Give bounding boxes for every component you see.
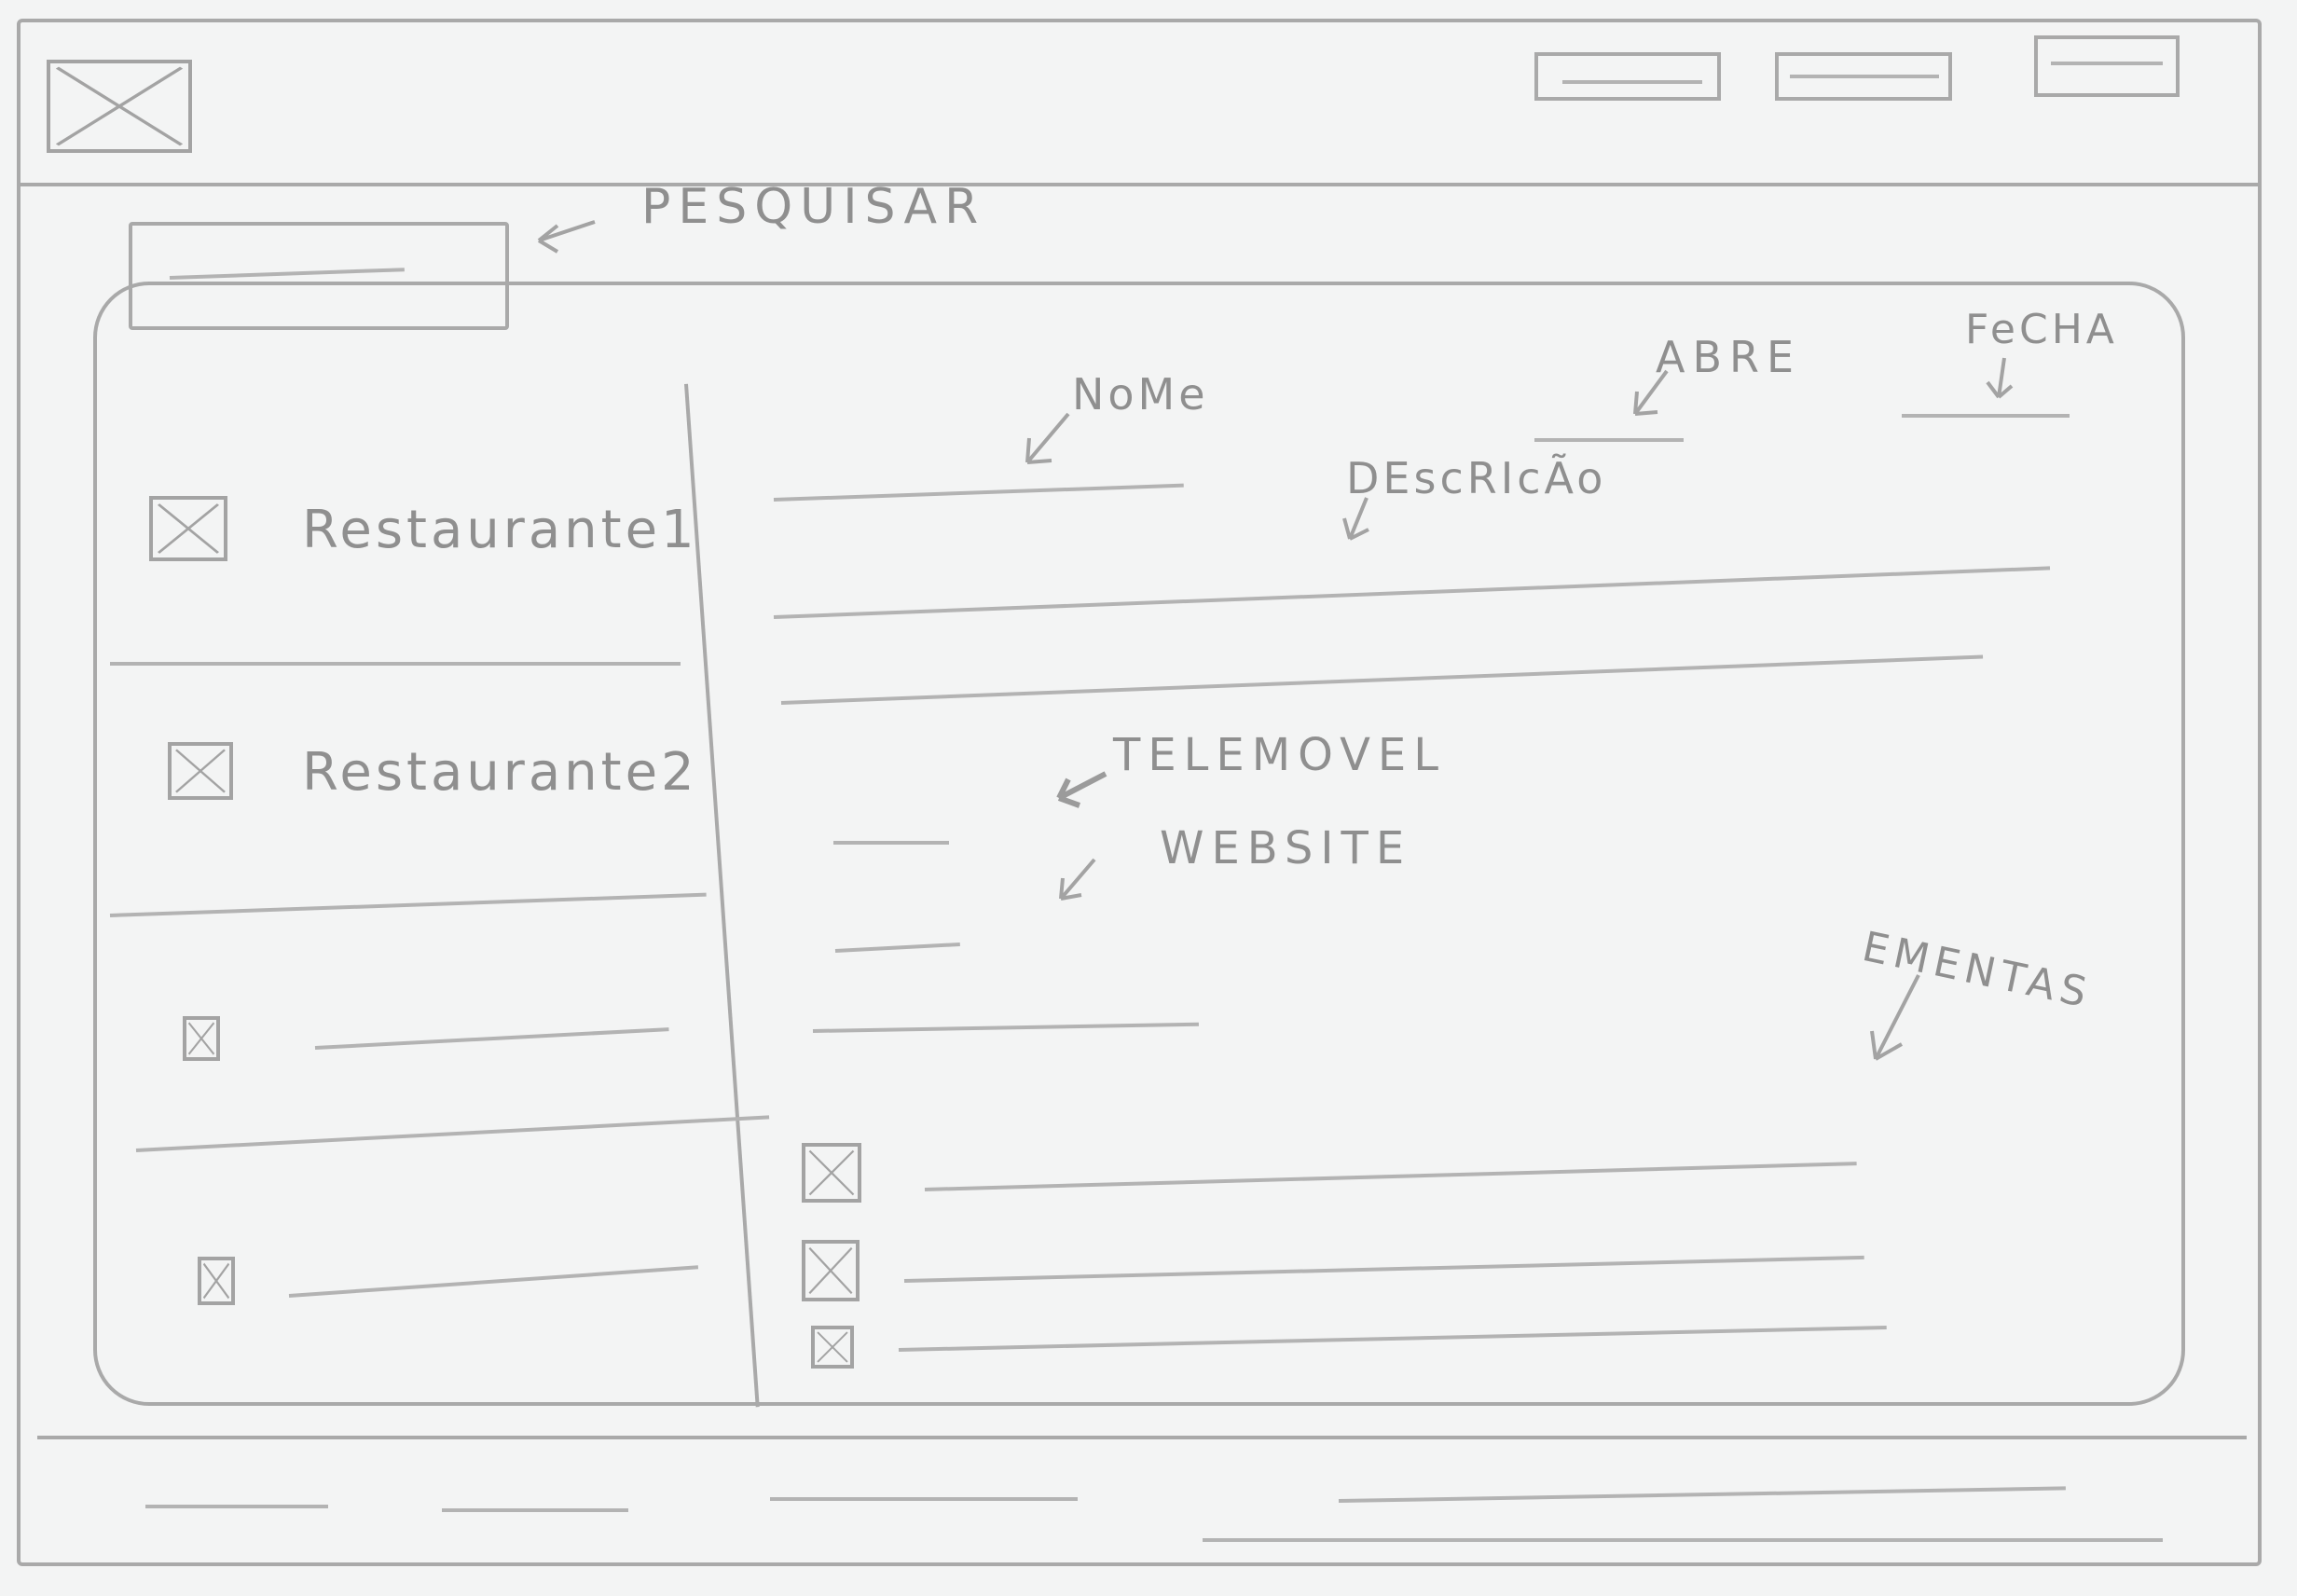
menu-item[interactable] <box>811 1322 1958 1378</box>
phone-field[interactable] <box>833 841 949 845</box>
list-separator <box>135 1115 770 1152</box>
nav-button-1-label <box>1562 80 1702 84</box>
list-separator <box>109 892 707 917</box>
description-line[interactable] <box>773 566 2051 619</box>
arrow-down-left-icon <box>1025 412 1070 464</box>
arrow-down-left-icon <box>1870 974 1920 1061</box>
extra-info-field[interactable] <box>812 1022 1199 1033</box>
description-annotation: DEscRIcÃo <box>1346 453 1607 503</box>
account-button[interactable] <box>2034 35 2180 97</box>
restaurant-name-placeholder <box>288 1265 699 1298</box>
arrow-down-left-icon <box>1059 858 1096 901</box>
website-annotation: WEBSITE <box>1160 822 1412 874</box>
footer-link[interactable] <box>145 1505 328 1508</box>
search-annotation: PESQUISAR <box>641 179 986 235</box>
menu-item-name <box>924 1162 1857 1191</box>
restaurant-name-field[interactable] <box>773 483 1184 502</box>
header-bar <box>17 19 2262 186</box>
image-placeholder-icon <box>802 1240 860 1301</box>
content-panel <box>93 282 2185 1406</box>
list-item[interactable] <box>103 1193 699 1361</box>
opens-annotation: ABRE <box>1656 332 1802 382</box>
image-placeholder-icon <box>198 1257 235 1305</box>
image-placeholder-icon <box>149 496 227 561</box>
restaurant-name: Restaurante1 <box>302 500 698 560</box>
menu-item-name <box>898 1325 1887 1352</box>
menu-item-name <box>903 1255 1864 1283</box>
footer-link[interactable] <box>442 1508 628 1512</box>
menu-item[interactable] <box>802 1137 1948 1212</box>
closing-time-field[interactable] <box>1902 414 2070 418</box>
phone-annotation: TELEMOVEL <box>1113 729 1446 781</box>
list-item[interactable]: Restaurante2 <box>103 709 695 876</box>
opening-time-field[interactable] <box>1534 438 1684 442</box>
arrow-down-icon <box>1986 357 2014 399</box>
arrow-down-left-icon <box>1633 369 1669 416</box>
footer-link[interactable] <box>770 1497 1078 1501</box>
list-item[interactable] <box>103 960 699 1109</box>
list-item[interactable]: Restaurante1 <box>103 466 695 634</box>
restaurant-detail: NoMe ABRE FeCHA DEscRIcÃo TELEMOVEL WEBS… <box>727 298 2181 1398</box>
logo-icon[interactable] <box>47 60 192 153</box>
description-line[interactable] <box>780 654 1984 705</box>
image-placeholder-icon <box>183 1016 220 1061</box>
footer <box>37 1436 2247 1562</box>
arrow-left-icon <box>537 220 596 254</box>
menu-item[interactable] <box>802 1234 1948 1309</box>
image-placeholder-icon <box>811 1326 854 1369</box>
nav-button-1[interactable] <box>1534 52 1721 101</box>
image-placeholder-icon <box>802 1143 861 1203</box>
image-placeholder-icon <box>168 742 233 800</box>
restaurant-name: Restaurante2 <box>302 742 698 803</box>
restaurant-name-placeholder <box>314 1027 669 1050</box>
arrow-down-icon <box>1342 497 1369 541</box>
name-annotation: NoMe <box>1072 369 1209 420</box>
arrow-left-icon <box>1056 771 1107 808</box>
footer-link[interactable] <box>1338 1486 2066 1503</box>
closes-annotation: FeCHA <box>1965 306 2118 353</box>
list-separator <box>110 662 681 666</box>
account-button-label <box>2051 62 2163 65</box>
window-frame <box>17 19 2262 1566</box>
nav-button-2[interactable] <box>1775 52 1952 101</box>
search-input[interactable] <box>129 222 509 330</box>
website-field[interactable] <box>834 942 960 953</box>
restaurant-list: Restaurante1 Restaurante2 <box>103 392 770 1398</box>
nav-button-2-label <box>1790 75 1939 78</box>
footer-divider <box>1203 1538 2163 1542</box>
